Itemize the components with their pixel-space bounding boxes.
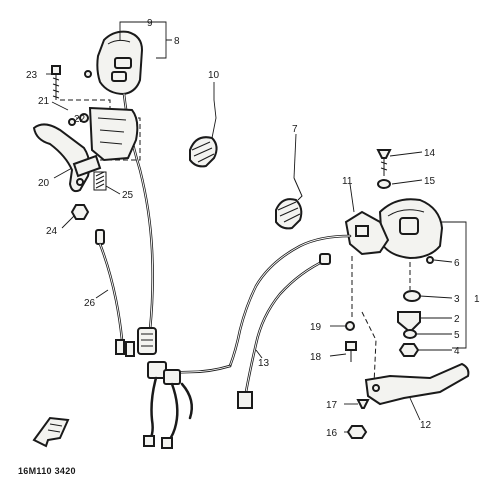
clamp-10 — [189, 99, 218, 168]
callout-12: 12 — [420, 420, 432, 431]
callout-26: 26 — [84, 298, 96, 309]
part-3-washer — [403, 290, 421, 302]
callout-20: 20 — [38, 178, 50, 189]
washer-15 — [377, 179, 391, 189]
brake-lever — [364, 362, 470, 406]
leader-lines — [46, 21, 467, 433]
front-direction-arrow-icon — [32, 416, 70, 448]
nut-24 — [70, 204, 90, 220]
clutch-lever-bracket — [60, 99, 141, 162]
callout-23: 23 — [26, 70, 38, 81]
nut-16 — [346, 425, 368, 439]
clutch-switch-wire — [95, 229, 135, 357]
bolt-23 — [51, 65, 61, 100]
brake-master-cylinder — [228, 210, 390, 368]
callout-13: 13 — [258, 358, 270, 369]
callout-10: 10 — [208, 70, 220, 81]
guide-lines — [351, 256, 411, 385]
callout-24: 24 — [46, 226, 58, 237]
callout-7: 7 — [292, 124, 298, 135]
callout-17: 17 — [326, 400, 338, 411]
clutch-lever — [32, 123, 102, 193]
wire-harness-13 — [158, 253, 331, 409]
diagram-code: 16M110 3420 — [18, 466, 76, 476]
spring-25 — [93, 171, 107, 191]
callout-1: 1 — [474, 294, 480, 305]
callout-18: 18 — [310, 352, 322, 363]
callout-2: 2 — [454, 314, 460, 325]
callout-21: 21 — [38, 96, 50, 107]
bolt-18 — [345, 341, 357, 362]
callout-labels: 9 8 10 23 21 22 20 25 24 26 7 11 14 15 6… — [26, 18, 480, 439]
callout-8: 8 — [174, 36, 180, 47]
part-5-collar — [403, 329, 417, 339]
callout-6: 6 — [454, 258, 460, 269]
connector-cluster — [143, 361, 193, 449]
callout-16: 16 — [326, 428, 338, 439]
bolt-17 — [356, 399, 370, 409]
callout-25: 25 — [122, 190, 134, 201]
screw-14 — [376, 149, 392, 176]
callout-5: 5 — [454, 330, 460, 341]
left-handlebar-switch — [84, 30, 157, 355]
callout-9: 9 — [147, 18, 153, 29]
callout-14: 14 — [424, 148, 436, 159]
callout-4: 4 — [454, 346, 460, 357]
callout-15: 15 — [424, 176, 436, 187]
callout-22: 22 — [74, 114, 86, 125]
part-2-pivot — [397, 311, 421, 334]
clamp-7 — [275, 177, 303, 230]
right-handlebar-switch — [378, 198, 444, 264]
part-4-nut — [398, 343, 420, 357]
callout-11: 11 — [342, 176, 353, 187]
callout-3: 3 — [454, 294, 460, 305]
bolt-19 — [345, 321, 355, 331]
callout-19: 19 — [310, 322, 322, 333]
